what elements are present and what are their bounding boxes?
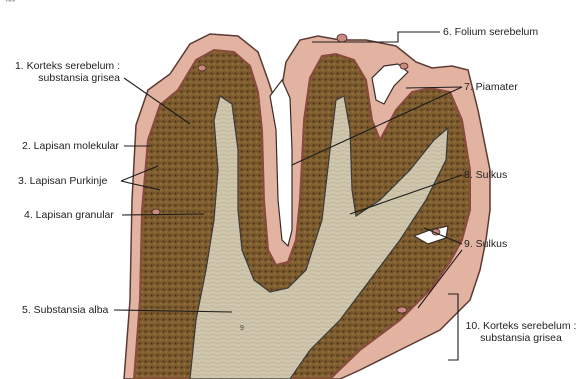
label-10-line1: 10. Korteks serebelum :	[466, 320, 577, 332]
label-4-granular: 4. Lapisan granular	[24, 209, 114, 221]
label-9-sulcus: 9. Sulkus	[464, 238, 507, 250]
label-6-folium: 6. Folium serebelum	[443, 26, 538, 38]
label-2-molecular: 2. Lapisan molekular	[22, 140, 119, 152]
label-8-sulcus: 8. Sulkus	[464, 169, 507, 181]
label-1-line2: substansia grisea	[38, 72, 120, 84]
label-10-cortex: 10. Korteks serebelum : substansia grise…	[462, 320, 580, 344]
corner-mark: '''''''	[6, 0, 15, 7]
label-3-purkinje: 3. Lapisan Purkinje	[18, 175, 107, 187]
micro-label: 9	[240, 325, 244, 332]
label-10-line2: substansia grisea	[480, 332, 562, 344]
label-1-line1: 1. Korteks serebelum :	[15, 60, 120, 72]
label-7-piamater: 7. Piamater	[464, 81, 518, 93]
label-5-white-matter: 5. Substansia alba	[22, 304, 108, 316]
label-1-cortex: 1. Korteks serebelum : substansia grisea	[4, 60, 120, 84]
